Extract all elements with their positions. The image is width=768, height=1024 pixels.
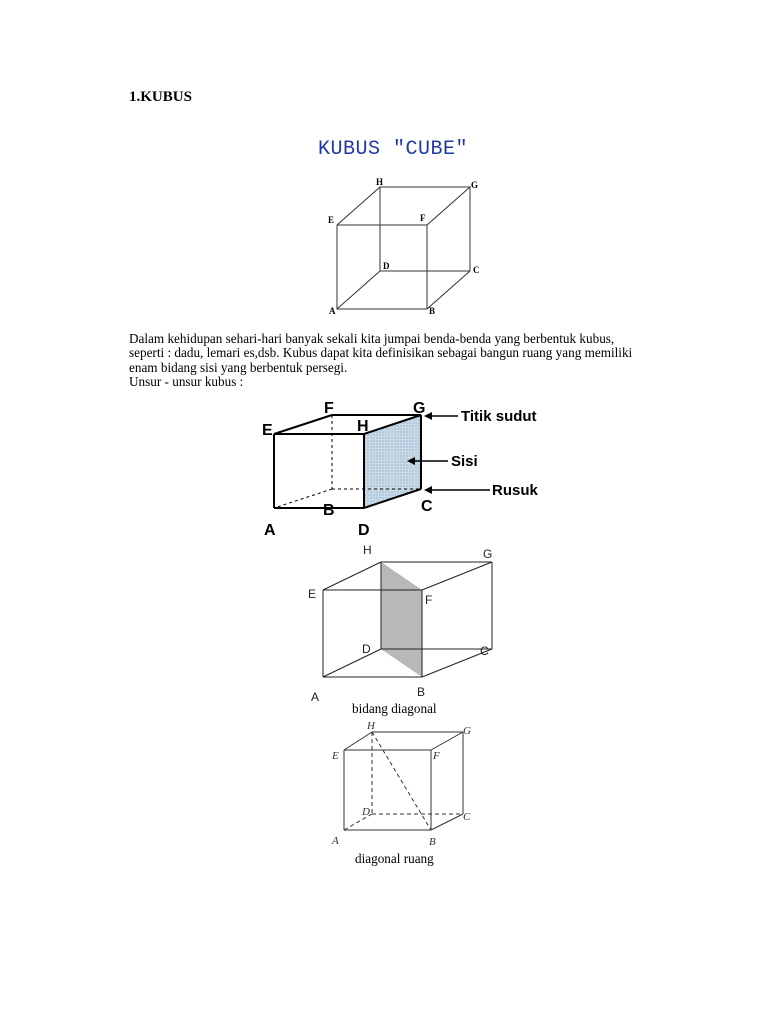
intro-paragraph: Dalam kehidupan sehari-hari banyak sekal… — [129, 331, 689, 390]
vertex-label-b: B — [417, 685, 425, 699]
vertex-label-f: F — [432, 750, 440, 762]
vertex-label-d: D — [361, 806, 370, 818]
paragraph-line: enam bidang sisi yang berbentuk persegi. — [129, 359, 348, 375]
vertex-label-b: B — [429, 836, 436, 848]
vertex-label-a: A — [264, 522, 276, 539]
vertex-label-f: F — [420, 213, 426, 223]
section-heading: 1.KUBUS — [129, 89, 192, 105]
vertex-label-e: E — [308, 587, 316, 601]
vertex-label-b: B — [429, 306, 435, 316]
vertex-label-d: D — [383, 261, 390, 271]
vertex-label-h: H — [376, 177, 383, 187]
vertex-label-c: C — [421, 498, 433, 515]
vertex-label-c: C — [480, 644, 489, 658]
paragraph-line: Unsur - unsur kubus : — [129, 374, 244, 390]
vertex-label-g: G — [483, 547, 492, 561]
diagonal-plane-figure: H G E F D C A B — [308, 543, 493, 704]
vertex-label-e: E — [328, 215, 334, 225]
callout-titik-sudut: Titik sudut — [461, 408, 537, 425]
cube-elements-figure: E F G H B C A D Titik sudut Sisi Rusuk — [262, 400, 539, 539]
shaded-face — [364, 415, 421, 508]
vertex-label-c: C — [463, 811, 471, 823]
vertex-label-g: G — [471, 180, 478, 190]
vertex-label-f: F — [324, 400, 334, 417]
vertex-label-h: H — [363, 543, 372, 557]
caption-bidang-diagonal: bidang diagonal — [352, 701, 437, 716]
callout-sisi: Sisi — [451, 453, 478, 470]
paragraph-line: Dalam kehidupan sehari-hari banyak sekal… — [129, 331, 615, 346]
vertex-label-e: E — [262, 422, 273, 439]
caption-diagonal-ruang: diagonal ruang — [355, 851, 434, 866]
vertex-label-a: A — [311, 690, 319, 704]
vertex-label-c: C — [473, 265, 480, 275]
vertex-label-g: G — [413, 400, 425, 417]
vertex-label-a: A — [329, 306, 336, 316]
figure-title: KUBUS "CUBE" — [318, 138, 469, 161]
paragraph-line: seperti : dadu, lemari es,dsb. Kubus dap… — [129, 345, 633, 361]
vertex-label-a: A — [331, 835, 339, 847]
vertex-label-h: H — [357, 418, 369, 435]
vertex-label-f: F — [425, 593, 432, 607]
space-diagonal-figure: H G E F D C A B — [331, 720, 471, 848]
vertex-label-e: E — [331, 750, 339, 762]
diagonal-plane-shade — [381, 562, 422, 677]
vertex-label-b: B — [323, 502, 335, 519]
callout-rusuk: Rusuk — [492, 482, 539, 499]
vertex-label-h: H — [366, 720, 376, 732]
cube-figure: H G E F D C A B — [328, 177, 480, 316]
vertex-label-g: G — [463, 725, 471, 737]
vertex-label-d: D — [362, 642, 371, 656]
vertex-label-d: D — [358, 522, 370, 539]
